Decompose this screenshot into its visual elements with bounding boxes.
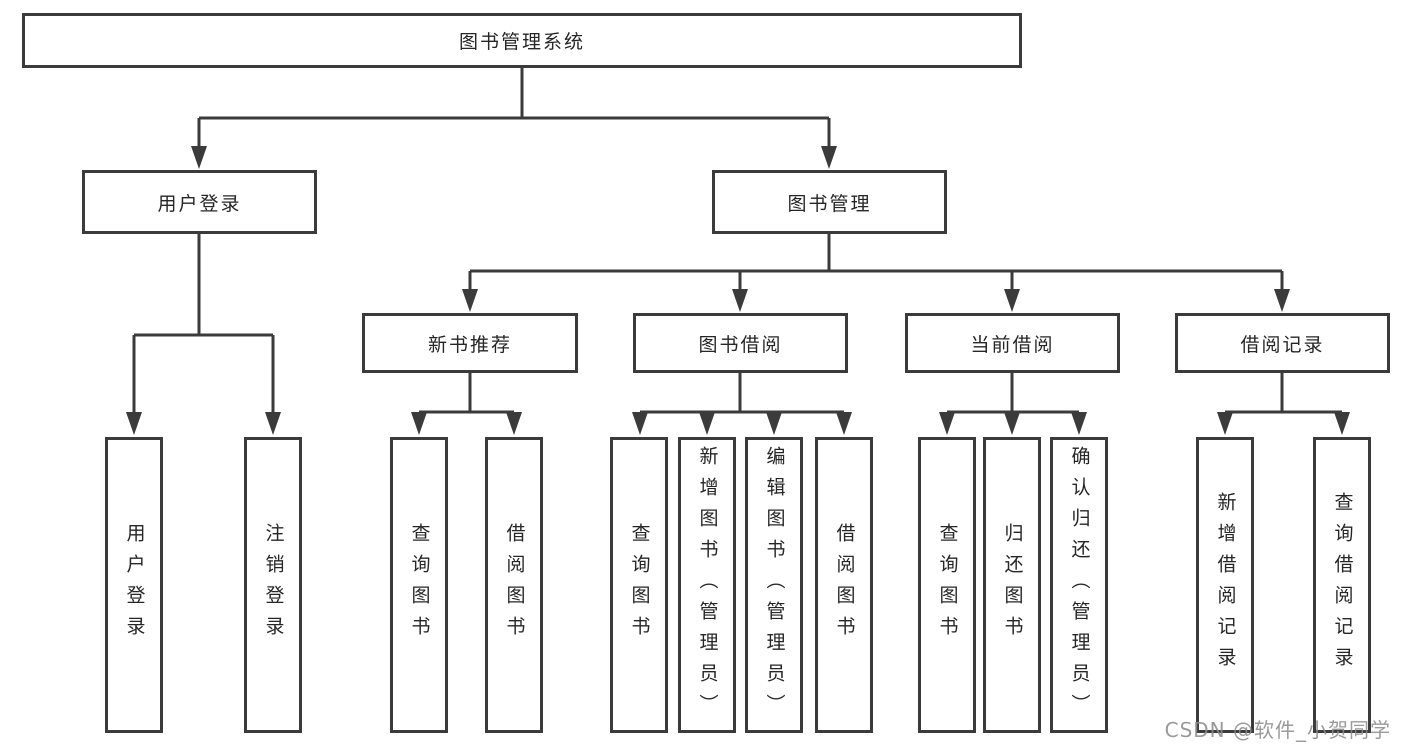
arrowhead bbox=[766, 412, 782, 435]
leaf-confirm-return-admin: 确认归还（管理员） bbox=[1050, 437, 1108, 733]
arrowhead bbox=[191, 146, 207, 169]
arrowhead bbox=[265, 412, 281, 435]
node-user-login: 用户登录 bbox=[82, 170, 317, 234]
arrowhead bbox=[1217, 412, 1233, 435]
node-book-management: 图书管理 bbox=[712, 170, 947, 234]
watermark: CSDN @软件_小贺同学 bbox=[1164, 718, 1391, 742]
arrowhead bbox=[462, 289, 478, 312]
arrowhead bbox=[939, 412, 955, 435]
arrowhead bbox=[506, 412, 522, 435]
arrowhead bbox=[821, 146, 837, 169]
connector-records-split bbox=[1223, 373, 1344, 414]
leaf-query-books-current: 查询图书 bbox=[918, 437, 976, 733]
connector-root-split bbox=[197, 68, 831, 148]
arrowhead bbox=[836, 412, 852, 435]
arrowhead bbox=[1274, 289, 1290, 312]
connector-borrow-split bbox=[638, 373, 846, 414]
leaf-query-borrow-record: 查询借阅记录 bbox=[1313, 437, 1371, 733]
arrowhead bbox=[126, 412, 142, 435]
arrowhead bbox=[699, 412, 715, 435]
leaf-borrow-books-recommend: 借阅图书 bbox=[485, 437, 543, 733]
node-borrow-records: 借阅记录 bbox=[1175, 313, 1390, 373]
node-root-system: 图书管理系统 bbox=[22, 13, 1022, 68]
leaf-return-books: 归还图书 bbox=[983, 437, 1041, 733]
arrowhead bbox=[732, 289, 748, 312]
arrowhead bbox=[1004, 289, 1020, 312]
connector-management-split bbox=[468, 234, 1284, 291]
leaf-query-books-recommend: 查询图书 bbox=[390, 437, 448, 733]
leaf-add-books-admin: 新增图书（管理员） bbox=[678, 437, 736, 733]
leaf-query-books-borrow: 查询图书 bbox=[610, 437, 668, 733]
leaf-edit-books-admin: 编辑图书（管理员） bbox=[745, 437, 803, 733]
arrowhead bbox=[1071, 412, 1087, 435]
leaf-logout: 注销登录 bbox=[244, 437, 302, 733]
leaf-add-borrow-record: 新增借阅记录 bbox=[1196, 437, 1254, 733]
node-new-book-recommend: 新书推荐 bbox=[362, 313, 578, 373]
arrowhead bbox=[1334, 412, 1350, 435]
connector-recommend-split bbox=[417, 373, 516, 414]
arrowhead bbox=[632, 412, 648, 435]
leaf-borrow-books: 借阅图书 bbox=[815, 437, 873, 733]
node-current-borrow: 当前借阅 bbox=[905, 313, 1120, 373]
connector-current-split bbox=[945, 373, 1081, 414]
leaf-user-login: 用户登录 bbox=[105, 437, 163, 733]
connector-user-login-split bbox=[132, 234, 275, 414]
arrowhead bbox=[1004, 412, 1020, 435]
node-book-borrow: 图书借阅 bbox=[633, 313, 848, 373]
arrowhead bbox=[411, 412, 427, 435]
